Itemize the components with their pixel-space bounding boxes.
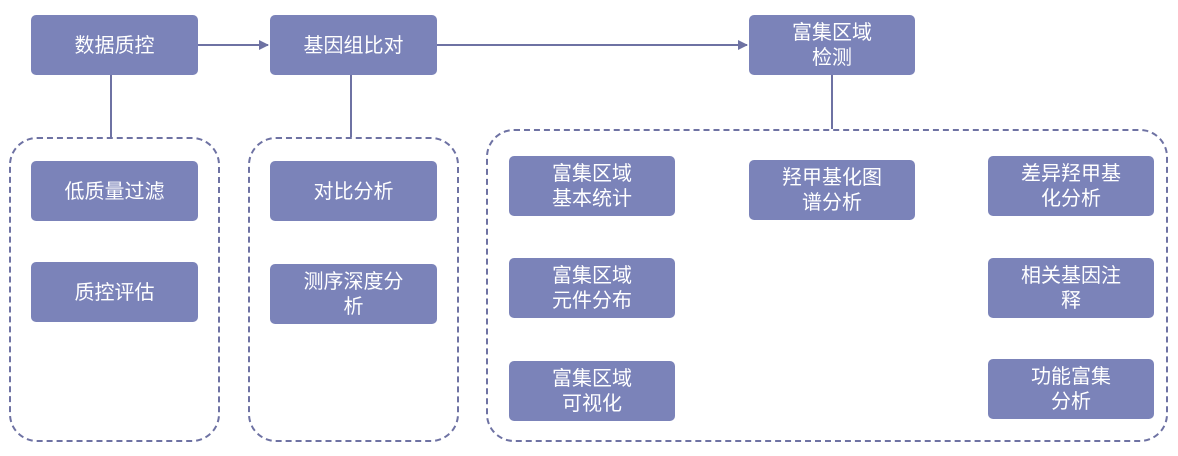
alignment-analysis-node: 对比分析 [270, 161, 437, 221]
gene-annotation-label-line2: 释 [1061, 288, 1081, 312]
gene-annotation-label-line1: 相关基因注 [1021, 263, 1121, 287]
differential-hydroxymethylation-node: 差异羟甲基 化分析 [988, 156, 1154, 216]
differential-hydroxymethylation-label-line2: 化分析 [1041, 186, 1101, 210]
alignment-analysis-label: 对比分析 [313, 178, 394, 203]
functional-enrichment-node: 功能富集 分析 [988, 359, 1154, 419]
peak-visualization-label-line2: 可视化 [562, 391, 622, 415]
peak-visualization-node: 富集区域 可视化 [509, 361, 675, 421]
genome-alignment-label: 基因组比对 [303, 32, 404, 57]
peak-basic-stats-label-line1: 富集区域 [552, 161, 632, 185]
sequencing-depth-label-line2: 析 [343, 294, 364, 318]
data-qc-label: 数据质控 [74, 32, 155, 57]
data-qc-node: 数据质控 [31, 15, 198, 75]
peak-subtask-group [486, 129, 1168, 442]
sequencing-depth-label-line1: 测序深度分 [303, 269, 404, 293]
peak-element-distribution-label-line2: 元件分布 [552, 288, 632, 312]
sequencing-depth-node: 测序深度分 析 [270, 264, 437, 324]
peak-element-distribution-label-line1: 富集区域 [552, 263, 632, 287]
peak-detection-node: 富集区域 检测 [749, 15, 915, 75]
peak-basic-stats-label-line2: 基本统计 [552, 186, 632, 210]
functional-enrichment-label-line1: 功能富集 [1031, 364, 1111, 388]
peak-detection-label-line1: 富集区域 [792, 20, 872, 44]
qc-assessment-label: 质控评估 [74, 279, 155, 304]
differential-hydroxymethylation-label-line1: 差异羟甲基 [1021, 161, 1121, 185]
peak-detection-label-line2: 检测 [812, 45, 852, 69]
alignment-subtask-group [248, 137, 459, 442]
low-quality-filter-label: 低质量过滤 [64, 178, 165, 203]
hydroxymethylation-profile-label-line1: 羟甲基化图 [782, 165, 882, 189]
hydroxymethylation-profile-node: 羟甲基化图 谱分析 [749, 160, 915, 220]
gene-annotation-node: 相关基因注 释 [988, 258, 1154, 318]
hydroxymethylation-profile-label-line2: 谱分析 [802, 190, 862, 214]
genome-alignment-node: 基因组比对 [270, 15, 437, 75]
low-quality-filter-node: 低质量过滤 [31, 161, 198, 221]
peak-visualization-label-line1: 富集区域 [552, 366, 632, 390]
qc-subtask-group [9, 137, 220, 442]
functional-enrichment-label-line2: 分析 [1051, 389, 1091, 413]
qc-assessment-node: 质控评估 [31, 262, 198, 322]
peak-basic-stats-node: 富集区域 基本统计 [509, 156, 675, 216]
peak-element-distribution-node: 富集区域 元件分布 [509, 258, 675, 318]
